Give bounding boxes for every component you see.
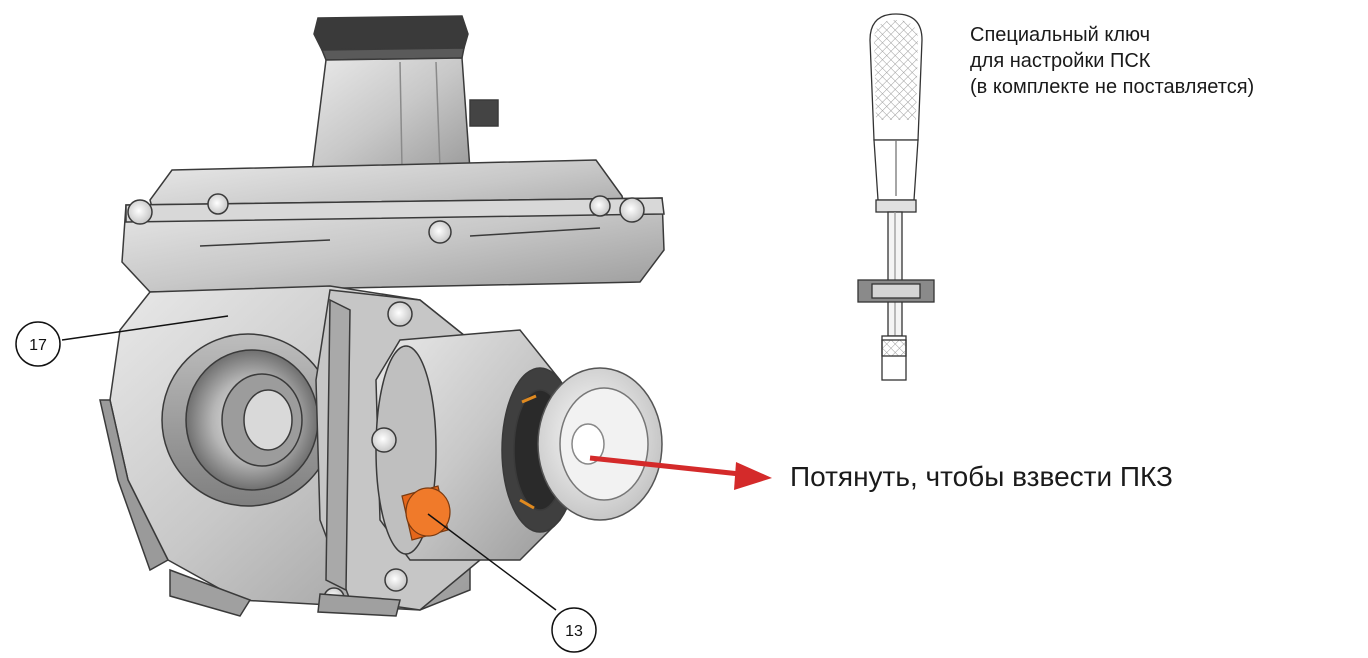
pull-arrow — [589, 455, 772, 490]
wrench-note-line-2: для настройки ПСК — [970, 50, 1151, 72]
wrench-note-line-1: Специальный ключ — [970, 24, 1151, 46]
reset-button — [401, 485, 451, 541]
wrench-note: Специальный ключ для настройки ПСК (в ко… — [970, 22, 1254, 100]
callout-17-label: 17 — [29, 337, 47, 354]
regulator-body — [99, 15, 665, 617]
wrench-grip — [874, 20, 918, 120]
callout-17: 17 — [15, 315, 229, 367]
wrench-illustration — [857, 13, 935, 381]
callout-13: 13 — [427, 513, 597, 653]
wrench-note-line-3: (в комплекте не поставляется) — [970, 76, 1255, 98]
callout-13-label: 13 — [565, 623, 583, 640]
pull-instruction: Потянуть, чтобы взвести ПКЗ — [790, 461, 1173, 492]
